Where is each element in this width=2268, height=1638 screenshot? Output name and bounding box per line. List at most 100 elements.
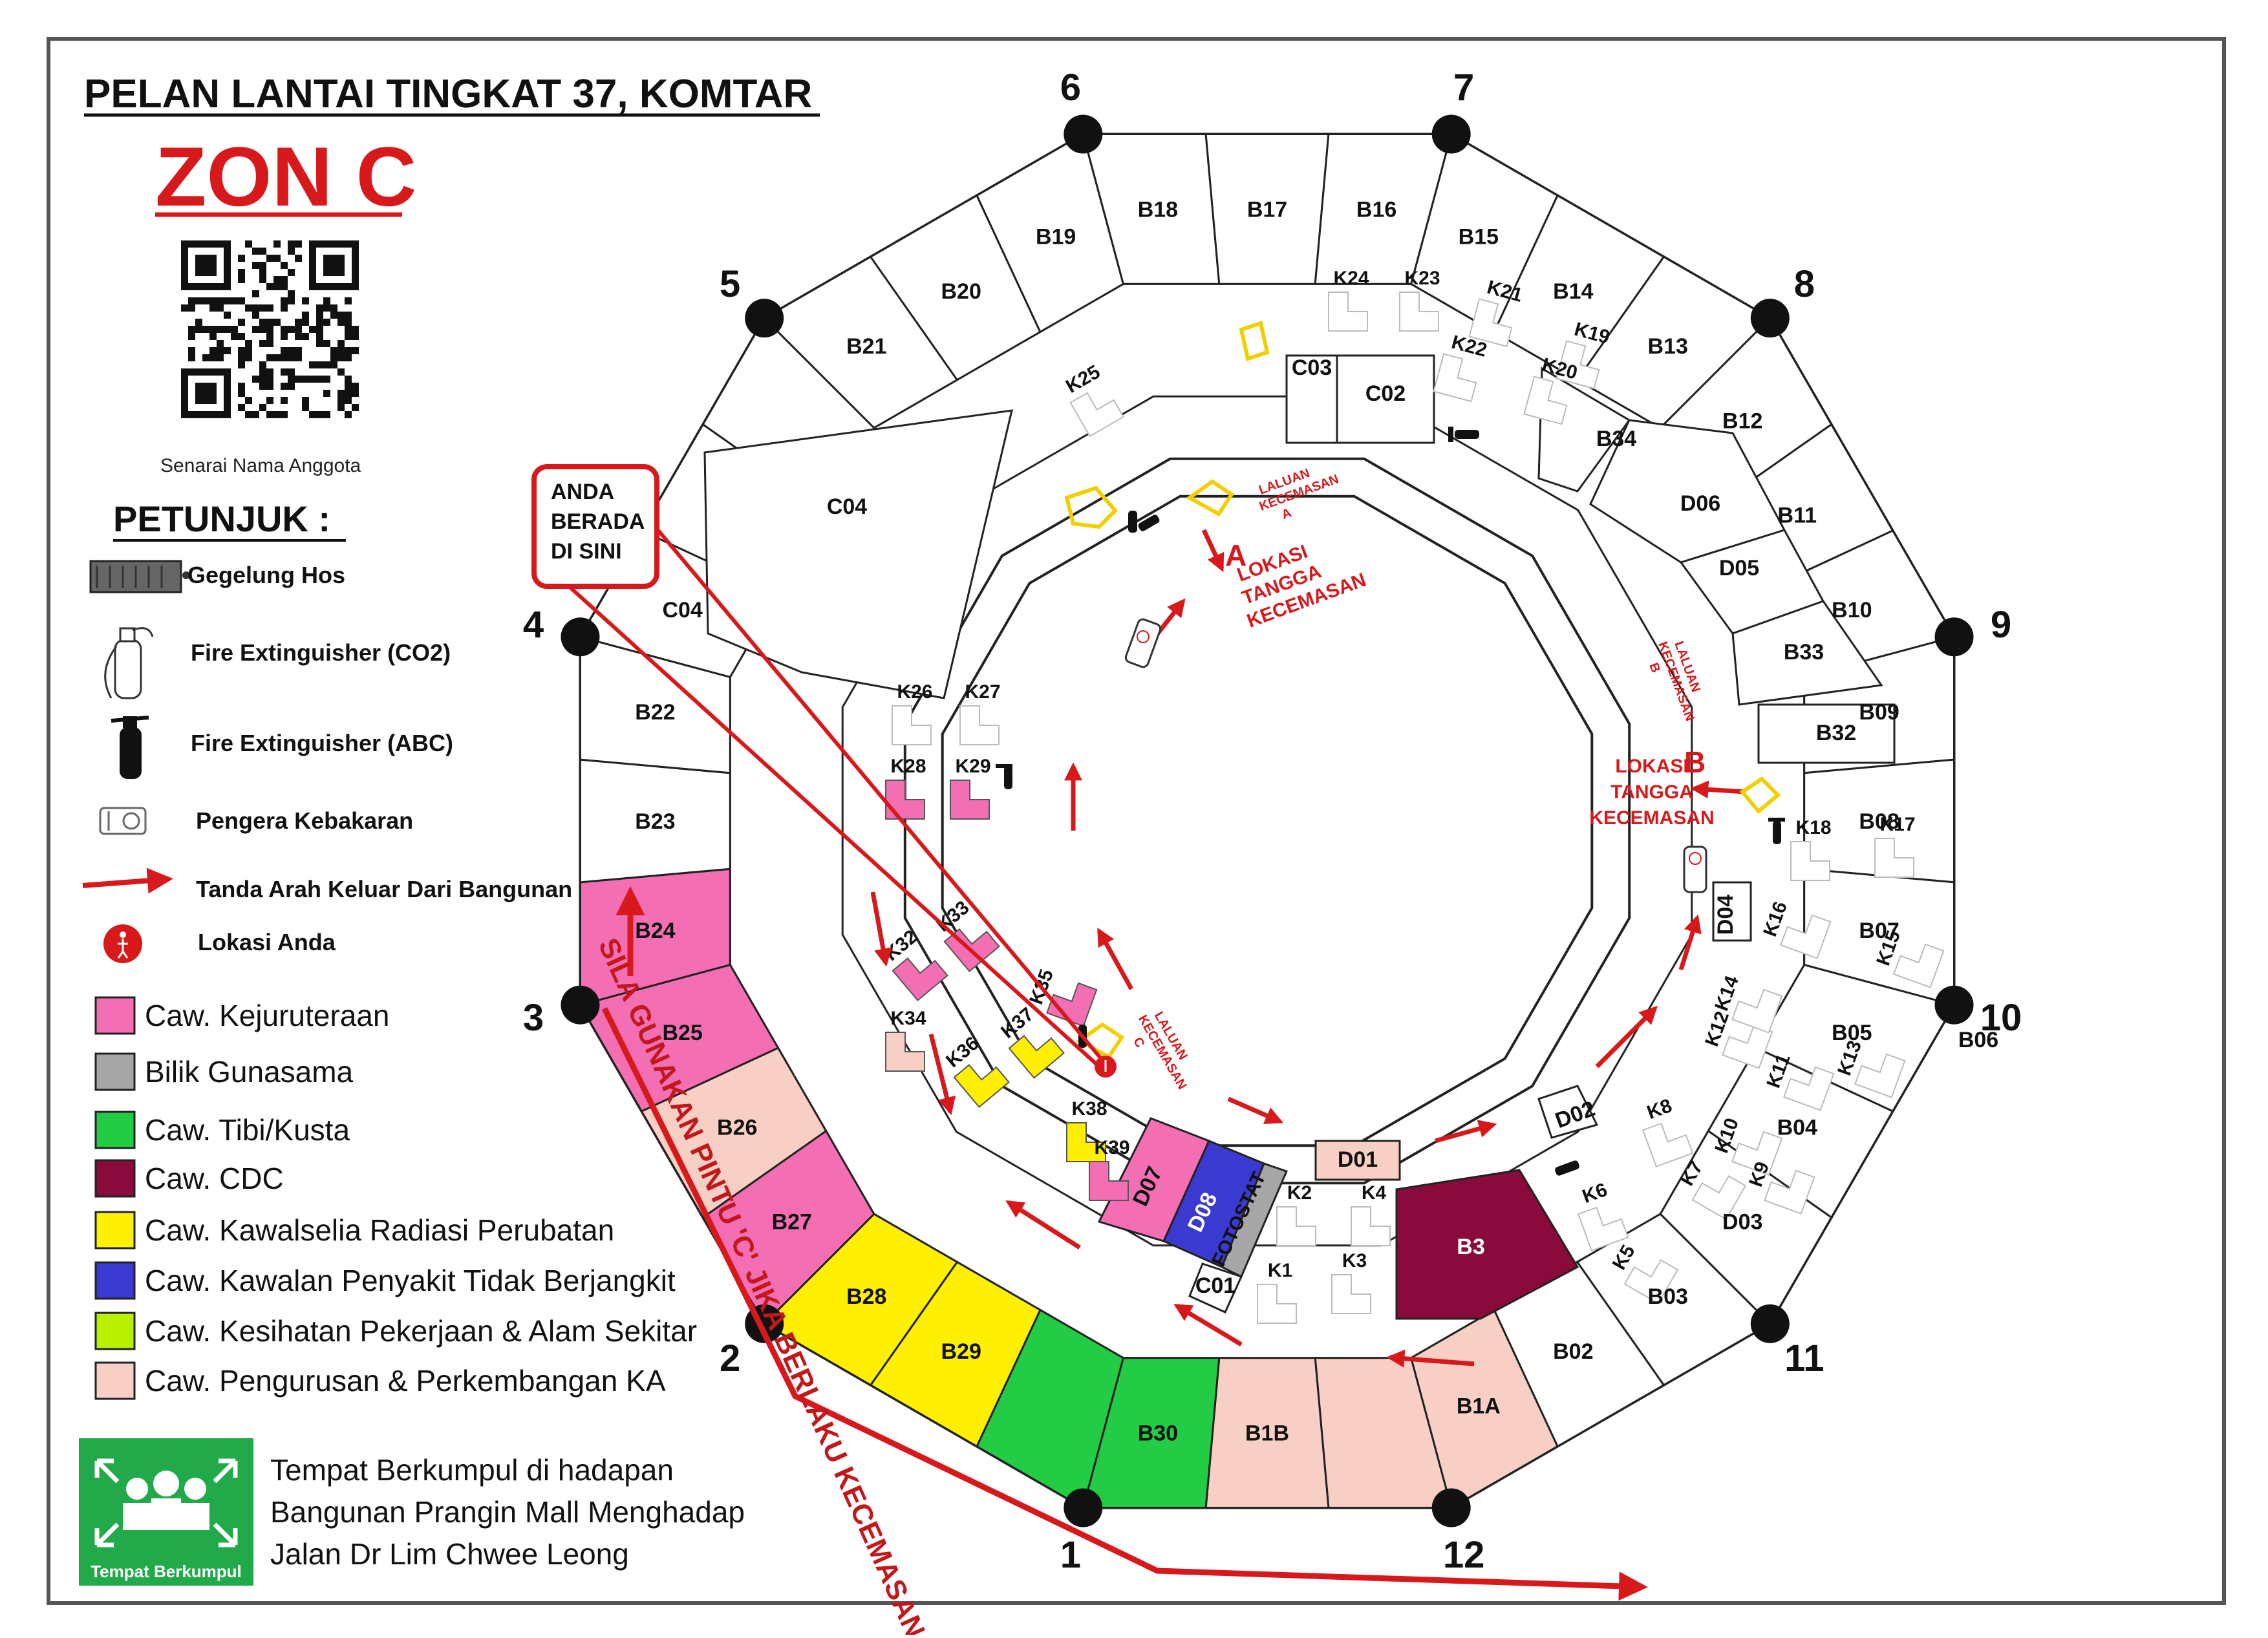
cubicle-k19 bbox=[1556, 340, 1600, 390]
legend-swatch bbox=[94, 1159, 136, 1198]
cubicle-k39 bbox=[1089, 1161, 1129, 1201]
svg-text:LOKASI: LOKASI bbox=[1615, 756, 1688, 777]
cubicle-label: K2 bbox=[1287, 1182, 1312, 1204]
room-label: B07 bbox=[1859, 919, 1899, 943]
cubicle-label: K23 bbox=[1404, 268, 1440, 289]
room-label: C02 bbox=[1365, 381, 1406, 406]
room-label: B26 bbox=[717, 1115, 757, 1140]
column-marker bbox=[1750, 1304, 1790, 1343]
room-B3 bbox=[1395, 1169, 1579, 1320]
legend-label-co2: Fire Extinguisher (CO2) bbox=[191, 639, 451, 666]
cubicle-k28 bbox=[885, 780, 925, 820]
cubicle-k27 bbox=[959, 705, 1000, 745]
cubicle-label: K34 bbox=[890, 1008, 926, 1029]
room-label: B1A bbox=[1457, 1394, 1501, 1418]
evacuation-arrows bbox=[870, 529, 1746, 1368]
callout-line-2: BERADA bbox=[551, 509, 645, 534]
room-C02 bbox=[1336, 354, 1435, 444]
column-marker bbox=[1064, 1488, 1103, 1527]
assembly-sign-label: Tempat Berkumpul bbox=[91, 1562, 242, 1581]
room-label: B14 bbox=[1553, 279, 1593, 304]
cubicle-label: K39 bbox=[1094, 1137, 1129, 1158]
legend-title: PETUNJUK : bbox=[113, 498, 330, 539]
room-label: B27 bbox=[772, 1210, 812, 1235]
cubicle-label: K38 bbox=[1071, 1098, 1107, 1120]
assembly-point-sign: Tempat Berkumpul bbox=[79, 1438, 253, 1586]
cubicle-k25 bbox=[1069, 392, 1125, 438]
qr-code[interactable] bbox=[177, 237, 363, 422]
cubicle-k2 bbox=[1276, 1206, 1316, 1246]
abc-extinguisher-icon bbox=[996, 764, 1012, 789]
room-label: C01 bbox=[1195, 1273, 1236, 1298]
column-number: 5 bbox=[720, 263, 740, 305]
column-number: 2 bbox=[720, 1337, 740, 1379]
cubicle-k38 bbox=[1066, 1122, 1106, 1162]
room-label: B03 bbox=[1648, 1284, 1688, 1309]
callout-line-3: DI SINI bbox=[551, 539, 622, 564]
room-label: B34 bbox=[1596, 427, 1636, 451]
room-label: C03 bbox=[1292, 356, 1332, 380]
hose-reel-icon bbox=[89, 560, 190, 593]
cubicle-k24 bbox=[1328, 292, 1368, 332]
stair-b-letter: B bbox=[1684, 745, 1706, 779]
legend-dept-label: Caw. Kawalan Penyakit Tidak Berjangkit bbox=[145, 1264, 676, 1297]
route-arrow-bottom bbox=[601, 1007, 1648, 1601]
room-D04 bbox=[1712, 881, 1752, 942]
legend-dept-label: Caw. Tibi/Kusta bbox=[145, 1113, 350, 1147]
legend-swatch bbox=[94, 996, 136, 1035]
callout-pointer-1 bbox=[655, 527, 1104, 1061]
legend-dept-label: Caw. Kesihatan Pekerjaan & Alam Sekitar bbox=[145, 1314, 697, 1348]
room-label: C04 bbox=[662, 598, 702, 622]
callout-line-1: ANDA bbox=[551, 480, 614, 504]
cubicle-k23 bbox=[1399, 292, 1439, 332]
zone-title: ZON C bbox=[155, 129, 416, 224]
column-marker bbox=[561, 985, 600, 1025]
room-label: B29 bbox=[941, 1339, 981, 1364]
legend-swatch bbox=[94, 1211, 136, 1250]
legend-label-abc: Fire Extinguisher (ABC) bbox=[191, 730, 453, 756]
cubicle-k15 bbox=[1893, 943, 1945, 988]
cubicle-blocks bbox=[885, 292, 1945, 1324]
room-label: B3 bbox=[1457, 1235, 1484, 1259]
room-label: D04 bbox=[1713, 895, 1738, 935]
cubicle-k36 bbox=[953, 1063, 1010, 1109]
cubicle-k17 bbox=[1874, 838, 1914, 878]
co2-extinguisher-icon bbox=[104, 627, 154, 699]
room-label: D01 bbox=[1338, 1147, 1378, 1172]
legend-swatch bbox=[94, 1312, 136, 1350]
room-B33 bbox=[1731, 600, 1883, 706]
room-label: B06 bbox=[1958, 1028, 1998, 1052]
cubicle-label: K24 bbox=[1333, 268, 1369, 289]
page-title: PELAN LANTAI TINGKAT 37, KOMTAR bbox=[84, 72, 812, 116]
cubicle-k8 bbox=[1642, 1122, 1694, 1167]
room-label: B30 bbox=[1138, 1421, 1178, 1446]
column-number: 9 bbox=[1991, 604, 2011, 646]
room-label: C04 bbox=[827, 495, 867, 519]
column-marker bbox=[1934, 617, 1974, 657]
legend-dept-label: Caw. Pengurusan & Perkembangan KA bbox=[145, 1364, 666, 1398]
room-label: B25 bbox=[662, 1021, 702, 1045]
room-label: B28 bbox=[846, 1284, 886, 1309]
abc-extinguisher-icon bbox=[1448, 427, 1479, 442]
column-marker bbox=[1934, 985, 1974, 1025]
legend-dept-label: Caw. Kawalselia Radiasi Perubatan bbox=[145, 1213, 614, 1247]
room-label: B1B bbox=[1245, 1421, 1289, 1446]
column-number: 11 bbox=[1784, 1337, 1824, 1379]
room-label: B13 bbox=[1648, 334, 1688, 359]
cubicle-label: K28 bbox=[890, 756, 926, 777]
cubicle-label: K27 bbox=[965, 681, 1000, 703]
room-label: B17 bbox=[1247, 197, 1287, 222]
room-label: B21 bbox=[846, 334, 886, 359]
cubicle-label: K29 bbox=[955, 756, 990, 777]
column-marker bbox=[1064, 114, 1103, 154]
legend-swatch bbox=[94, 1361, 136, 1400]
cubicle-k22 bbox=[1433, 353, 1477, 403]
cubicle-label: K4 bbox=[1362, 1182, 1387, 1204]
svg-text:TANGGA: TANGGA bbox=[1610, 782, 1693, 803]
column-marker bbox=[1431, 1488, 1471, 1527]
callout-box bbox=[531, 464, 659, 589]
cubicle-k14 bbox=[1731, 988, 1783, 1034]
